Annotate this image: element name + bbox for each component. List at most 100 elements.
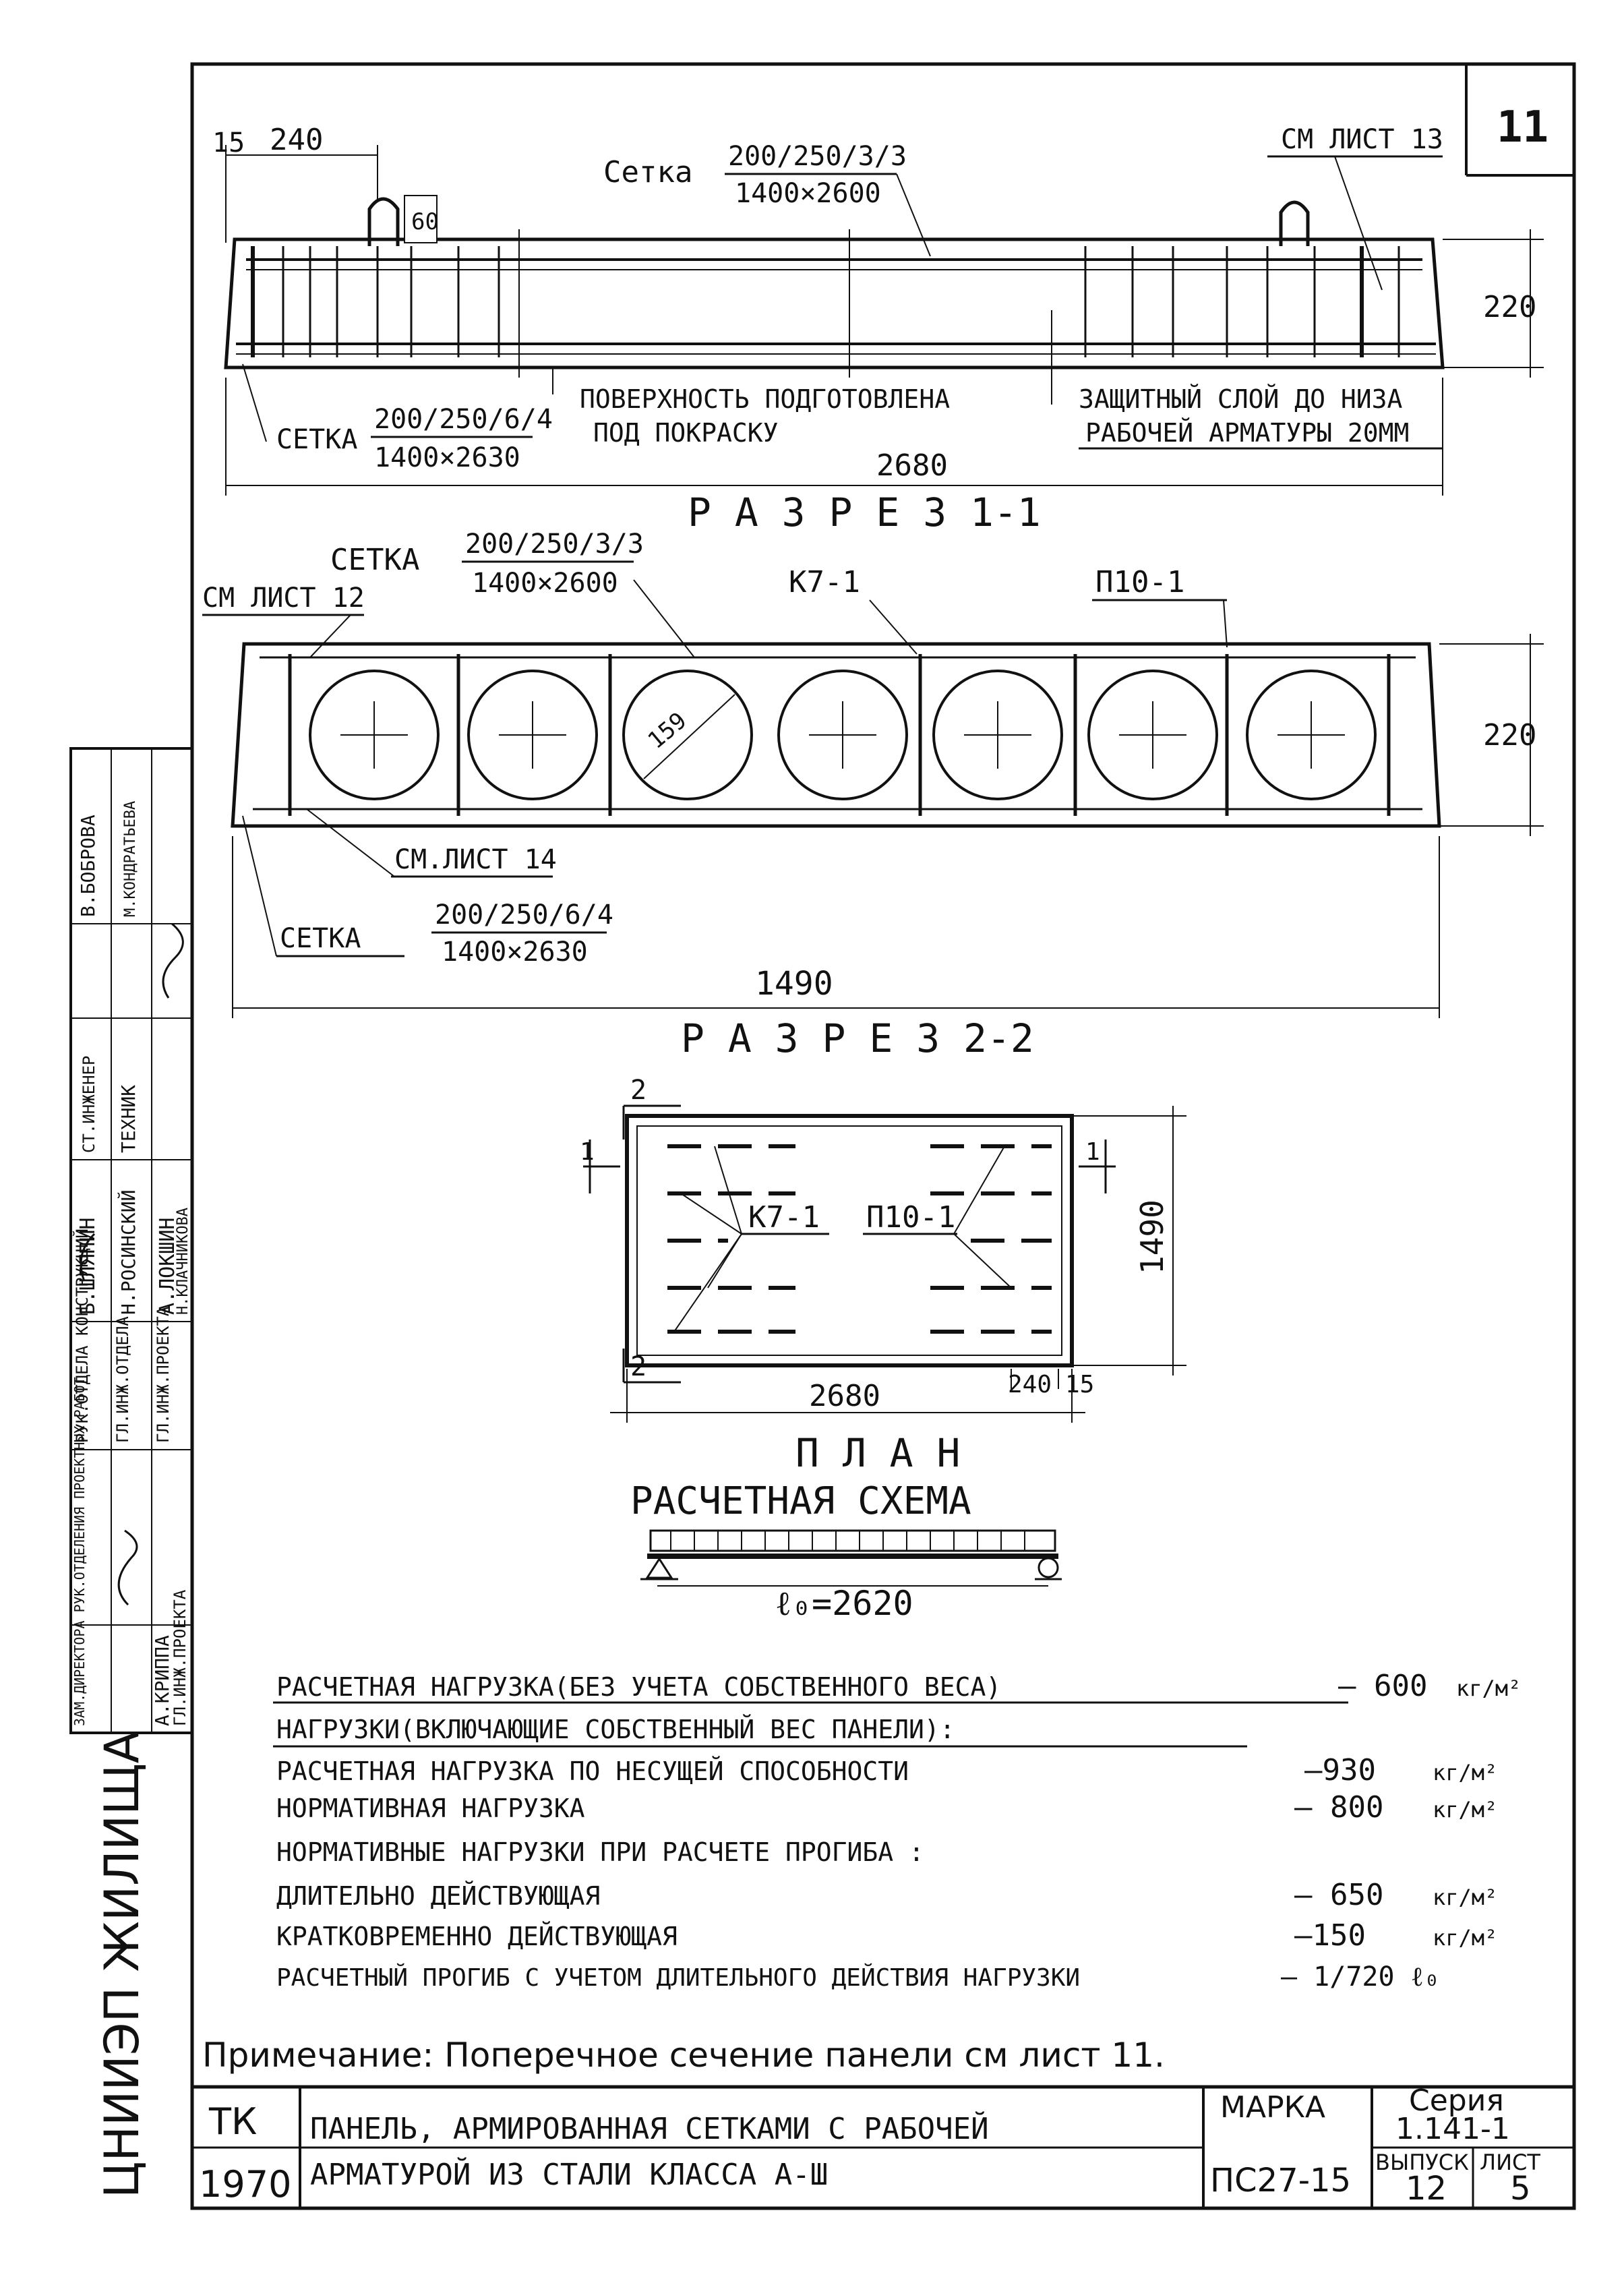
end-bars-right (849, 229, 1400, 405)
distributed-load (649, 1529, 1056, 1552)
stamp-name2-0: В.БОБРОВА (77, 815, 99, 917)
load-1-text: НАГРУЗКИ(ВКЛЮЧАЮЩИЕ СОБСТВЕННЫЙ ВЕС ПАНЕ… (276, 1715, 955, 1744)
s2-p10: П10-1 (1095, 565, 1184, 599)
scheme-span: ℓ₀=2620 (775, 1584, 913, 1623)
loads-list: РАСЧЕТНАЯ НАГРУЗКА(БЕЗ УЧЕТА СОБСТВЕННОГ… (273, 1669, 1521, 1992)
load-6-text: КРАТКОВРЕМЕННО ДЕЙСТВУЮЩАЯ (276, 1922, 678, 1951)
plan-cut2-bottom: 2 (630, 1351, 646, 1382)
load-4-text: НОРМАТИВНЫЕ НАГРУЗКИ ПРИ РАСЧЕТЕ ПРОГИБА… (276, 1837, 924, 1867)
s1-mesh-bottom-num: 200/250/6/4 (374, 404, 553, 435)
hollow-cores (309, 670, 1377, 800)
tb-sheet-label: ЛИСТ (1480, 2150, 1540, 2175)
stamp-name-2: Н.РОСИНСКИЙ (117, 1190, 140, 1315)
plan-dim-240: 240 (1008, 1371, 1052, 1398)
s1-dim-15: 15 (212, 127, 245, 158)
sheet-corner-number: 11 (1497, 102, 1548, 152)
tb-series-label: Серия (1409, 2083, 1504, 2118)
tb-title-1: ПАНЕЛЬ, АРМИРОВАННАЯ СЕТКАМИ С РАБОЧЕЙ (310, 2110, 989, 2146)
tb-issue-label: ВЫПУСК (1375, 2150, 1469, 2175)
scheme-title: РАСЧЕТНАЯ СХЕМА (630, 1479, 971, 1523)
s2-see-sheet-12: СМ ЛИСТ 12 (202, 583, 365, 614)
s2-mesh-top-label: СЕТКА (330, 543, 419, 577)
s1-surface-note-2: ПОД ПОКРАСКУ (593, 418, 779, 448)
load-6-unit: кг/м² (1433, 1925, 1497, 1951)
tb-marka: ПС27-15 (1210, 2162, 1351, 2199)
stamp-role-0: ЗАМ.ДИРЕКТОРА РУК.ОТДЕЛЕНИЯ ПРОЕКТНЫХ РА… (71, 1377, 88, 1726)
s2-void-diameter: 159 (643, 707, 692, 755)
load-2-unit: кг/м² (1433, 1760, 1497, 1785)
s1-mesh-top-label: Сетка (603, 155, 692, 189)
lifting-loop-right (1279, 200, 1310, 246)
s2-dim-width: 1490 (755, 965, 833, 1003)
s1-dim-length: 2680 (876, 448, 948, 483)
design-scheme: РАСЧЕТНАЯ СХЕМА ℓ₀=2620 (630, 1479, 1062, 1623)
load-3-value: — 800 (1294, 1790, 1383, 1825)
load-3-unit: кг/м² (1433, 1797, 1497, 1823)
s1-cover-note-1: ЗАЩИТНЫЙ СЛОЙ ДО НИЗА (1079, 384, 1403, 414)
s1-mesh-top-den: 1400×2600 (735, 178, 881, 209)
s1-surface-note-1: ПОВЕРХНОСТЬ ПОДГОТОВЛЕНА (580, 384, 950, 414)
stamp-name2-1: М.КОНДРАТЬЕВА (122, 801, 139, 917)
stamp-name-3: А.ЛОКШИН (156, 1218, 179, 1315)
tb-sheet: 5 (1510, 2170, 1531, 2208)
load-2-value: —930 (1304, 1753, 1376, 1787)
plan-view: 2 2 1 1 К7-1 П10-1 (580, 1075, 1186, 1476)
s1-cover-note-2: РАБОЧЕЙ АРМАТУРЫ 20ММ (1085, 418, 1409, 448)
section-2-2: 159 СЕТКА 200/250/3/3 1400×2600 СМ ЛИСТ … (202, 529, 1544, 1061)
stamp-role2-1: ТЕХНИК (117, 1085, 140, 1153)
end-bars-left (251, 229, 520, 378)
lifting-loop-left (367, 197, 400, 246)
s1-dim-220: 220 (1483, 290, 1536, 324)
load-0-value: — 600 (1338, 1669, 1427, 1703)
s2-mesh-bottom-num: 200/250/6/4 (435, 899, 613, 930)
load-7-value: — 1/720 ℓ₀ (1281, 1961, 1440, 1992)
stamp-name-1: Б.ШЛЯПИН (76, 1218, 100, 1315)
load-5-text: ДЛИТЕЛЬНО ДЕЙСТВУЮЩАЯ (276, 1881, 600, 1911)
s2-mesh-bottom-den: 1400×2630 (442, 937, 588, 968)
corner-number-box: 11 (1465, 64, 1574, 177)
plan-cut2-top: 2 (630, 1075, 646, 1106)
load-5-value: — 650 (1294, 1878, 1383, 1912)
plan-cut1-left: 1 (580, 1138, 595, 1166)
plan-outline (625, 1114, 1074, 1367)
s2-dim-220: 220 (1483, 718, 1536, 752)
pin-support (645, 1557, 673, 1579)
signature-scribble (162, 922, 184, 999)
s1-see-sheet-13: СМ ЛИСТ 13 (1281, 124, 1443, 155)
plan-dim-1490: 1490 (1134, 1200, 1170, 1274)
stamp-name-0: А.КРИППА (151, 1635, 173, 1726)
stamp-name-4: Н.КЛАЧНИКОВА (175, 1208, 191, 1315)
s1-dim-240: 240 (270, 123, 323, 157)
stamp-role2-0: СТ.ИНЖЕНЕР (80, 1056, 98, 1154)
plan-dim-2680: 2680 (809, 1379, 880, 1413)
side-stamp: ЗАМ.ДИРЕКТОРА РУК.ОТДЕЛЕНИЯ ПРОЕКТНЫХ РА… (69, 747, 193, 2198)
stamp-role-2: ГЛ.ИНЖ.ОТДЕЛА (113, 1316, 132, 1443)
roller-support (1037, 1557, 1059, 1578)
load-5-unit: кг/м² (1433, 1885, 1497, 1910)
tb-issue: 12 (1406, 2170, 1447, 2208)
load-7-text: РАСЧЕТНЫЙ ПРОГИБ С УЧЕТОМ ДЛИТЕЛЬНОГО ДЕ… (276, 1963, 1080, 1992)
load-6-value: —150 (1294, 1918, 1366, 1953)
plan-cut1-right: 1 (1085, 1138, 1100, 1166)
s2-mesh-top-num: 200/250/3/3 (465, 529, 644, 560)
plan-dim-15: 15 (1065, 1371, 1094, 1398)
tb-series: 1.141-1 (1395, 2112, 1510, 2146)
stamp-org: ЦНИИЭП ЖИЛИЩА (94, 1731, 150, 2198)
s1-mesh-top-num: 200/250/3/3 (728, 141, 907, 172)
s2-mesh-top-den: 1400×2600 (472, 568, 618, 599)
plan-title: П Л А Н (795, 1430, 960, 1476)
s1-mesh-bottom-den: 1400×2630 (374, 442, 520, 473)
tb-title-2: АРМАТУРОЙ ИЗ СТАЛИ КЛАССА А-Ш (310, 2156, 828, 2192)
section-2-title: Р А З Р Е З 2-2 (681, 1015, 1034, 1061)
s1-dim-60: 60 (411, 208, 439, 235)
tb-year: 1970 (199, 2163, 291, 2206)
plan-k7: К7-1 (748, 1200, 820, 1235)
load-2-text: РАСЧЕТНАЯ НАГРУЗКА ПО НЕСУЩЕЙ СПОСОБНОСТ… (276, 1756, 909, 1786)
load-0-unit: кг/м² (1456, 1676, 1521, 1701)
load-3-text: НОРМАТИВНАЯ НАГРУЗКА (276, 1794, 585, 1823)
note: Примечание: Поперечное сечение панели см… (202, 2036, 1165, 2075)
load-0-text: РАСЧЕТНАЯ НАГРУЗКА(БЕЗ УЧЕТА СОБСТВЕННОГ… (276, 1672, 1001, 1702)
section-1-title: Р А З Р Е З 1-1 (688, 490, 1041, 535)
stamp-role-3: ГЛ.ИНЖ.ПРОЕКТА (154, 1306, 173, 1443)
